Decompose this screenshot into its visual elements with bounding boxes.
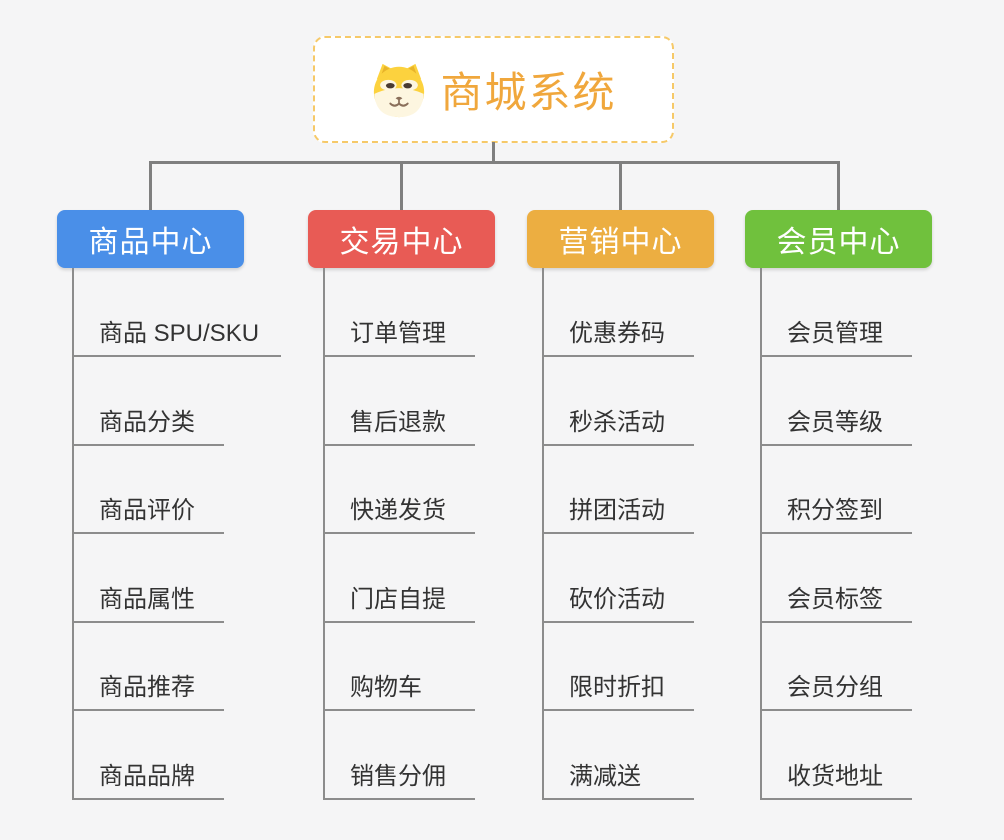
tree-item[interactable]: 商品属性 [72,579,224,623]
tree-item[interactable]: 商品 SPU/SKU [72,313,282,357]
tree-item[interactable]: 会员分组 [760,667,912,711]
tree-item[interactable]: 订单管理 [323,313,475,357]
branch-trunk-line [72,268,74,800]
tree-item[interactable]: 商品评价 [72,490,224,534]
tree-item[interactable]: 秒杀活动 [542,402,694,446]
tree-item[interactable]: 购物车 [323,667,475,711]
branch-box-member-center[interactable]: 会员中心 [745,210,932,268]
tree-item[interactable]: 门店自提 [323,579,475,623]
tree-item[interactable]: 限时折扣 [542,667,694,711]
tree-item[interactable]: 满减送 [542,756,694,800]
root-node[interactable]: 商城系统 [313,36,674,143]
shiba-dog-icon [374,63,425,117]
tree-item[interactable]: 会员管理 [760,313,912,357]
root-title: 商城系统 [440,69,617,116]
connector-drop-line [149,163,152,210]
branch-box-trade-center[interactable]: 交易中心 [308,210,495,268]
branch-box-marketing-center[interactable]: 营销中心 [527,210,714,268]
tree-item[interactable]: 优惠券码 [542,313,694,357]
tree-item[interactable]: 收货地址 [760,756,912,800]
branch-trunk-line [542,268,544,800]
connector-root-trunk [492,142,495,163]
tree-item[interactable]: 销售分佣 [323,756,475,800]
tree-item[interactable]: 商品分类 [72,402,224,446]
tree-item[interactable]: 商品推荐 [72,667,224,711]
connector-drop-line [400,163,403,210]
connector-horizontal-bar [149,161,840,164]
tree-item[interactable]: 快递发货 [323,490,475,534]
branch-trunk-line [760,268,762,800]
branch-trunk-line [323,268,325,800]
connector-drop-line [837,163,840,210]
tree-item[interactable]: 商品品牌 [72,756,224,800]
connector-drop-line [619,163,622,210]
branch-box-product-center[interactable]: 商品中心 [57,210,244,268]
tree-item[interactable]: 售后退款 [323,402,475,446]
tree-item[interactable]: 会员等级 [760,402,912,446]
tree-item[interactable]: 积分签到 [760,490,912,534]
tree-item[interactable]: 砍价活动 [542,579,694,623]
tree-item[interactable]: 会员标签 [760,579,912,623]
tree-item[interactable]: 拼团活动 [542,490,694,534]
